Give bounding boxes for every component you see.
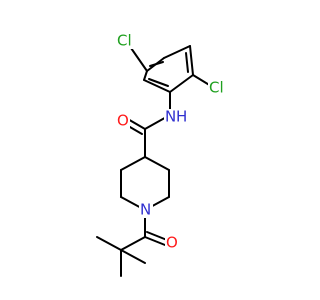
bond-acyl-to-o-double: [146, 231, 168, 241]
molecule-structure-diagram: Cl Cl N H O N O: [96, 31, 226, 277]
bond-quaternary-to-methyl-right: [120, 249, 146, 264]
atom-nh: N H: [164, 108, 188, 126]
atom-cl-top: Cl: [116, 32, 134, 50]
atom-o-amide: O: [116, 112, 130, 130]
atom-labels: Cl Cl N H O N O: [116, 32, 226, 252]
atom-label-o-amide: O: [117, 112, 129, 130]
bond-aryl-c2-c3: [163, 45, 191, 59]
bond-aryl-double-2: [185, 52, 189, 73]
bond-pip-c5-c4: [144, 156, 170, 171]
atom-label-n-ring: N: [140, 201, 151, 219]
atom-label-h-amide: H: [176, 108, 187, 126]
atom-label-cl-right: Cl: [209, 79, 224, 97]
bond-acyl-to-o: [144, 236, 166, 246]
atom-n-ring: N: [139, 201, 153, 219]
atom-label-o-acyl: O: [166, 234, 178, 252]
atom-label-cl-top: Cl: [117, 32, 132, 50]
bond-pip-c4-c3: [120, 156, 146, 171]
atom-cl-right: Cl: [208, 79, 226, 97]
bond-aryl-c6-c1: [143, 70, 148, 81]
bond-aryl-c5-c6: [143, 79, 171, 93]
atom-label-n-amide: N: [165, 108, 176, 126]
bonds: [96, 45, 212, 277]
bond-aryl-double-1: [149, 61, 164, 67]
bond-aryl-double-3: [148, 78, 169, 87]
bond-aryl-c3-c4: [189, 45, 194, 76]
bond-aryl-to-cl-top: [130, 47, 148, 72]
bond-acyl-to-quaternary-c: [120, 236, 146, 251]
atom-o-acyl: O: [165, 234, 179, 252]
bond-quaternary-to-methyl-left: [96, 236, 122, 251]
bond-aryl-c4-c5: [169, 74, 194, 93]
